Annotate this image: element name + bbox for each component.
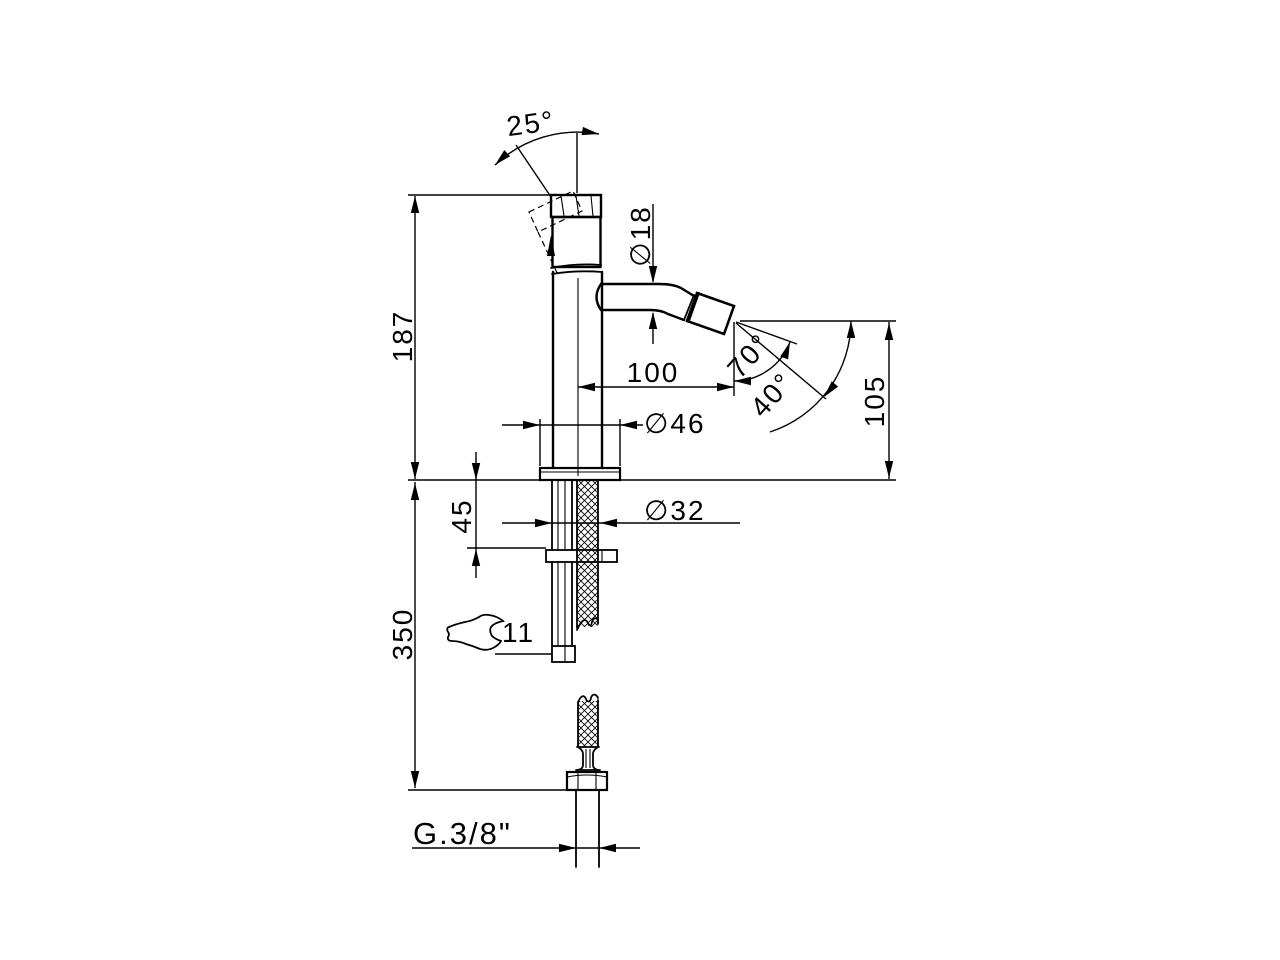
dim-hole-diameter-label: ∅32 [644, 495, 706, 526]
knurl-lines [560, 195, 594, 217]
dim-wrench-size-label: 11 [502, 617, 535, 648]
hose-crimp-ferrule [575, 746, 601, 771]
dim-outlet-height-label: 105 [859, 375, 890, 428]
dim-handle-angle-label: 25° [505, 105, 557, 142]
faucet-body [446, 190, 736, 868]
thread-tail-g38 [575, 789, 600, 868]
dim-height-label: 187 [387, 310, 418, 363]
dim-hose-length-label: 350 [387, 608, 418, 661]
handle-skirt-line [550, 263, 602, 269]
body-column [551, 270, 604, 470]
dim-reach-label: 100 [627, 357, 680, 388]
spout [595, 282, 736, 336]
ext-line-handle-tilted [515, 144, 552, 198]
dim-thread-label: G.3/8" [413, 816, 512, 851]
base-flange [538, 466, 622, 482]
stud-locknut [551, 645, 576, 663]
aerator [685, 291, 736, 336]
handle [547, 193, 603, 275]
body-top-line [551, 270, 603, 275]
dimension-arrows [410, 126, 894, 853]
dim-deck-thickness-label: 45 [446, 498, 477, 533]
supply-hose-upper [576, 480, 599, 631]
dim-base-diameter-label: ∅46 [644, 408, 706, 439]
hose-break-edge [576, 617, 599, 631]
aerator-joint-lines [683, 292, 700, 322]
mounting-stud [551, 480, 573, 647]
supply-hose-lower [565, 693, 609, 868]
dim-angle-40-label: 40° [744, 366, 799, 423]
spray-line-70 [735, 321, 798, 345]
wrench-icon [446, 613, 505, 651]
handle-lift-arrow [547, 235, 555, 256]
spout-nose [595, 282, 603, 312]
hose-hex-nut [565, 770, 609, 792]
dimension-labels: 25° ∅18 187 100 70° 40° 105 ∅46 ∅32 45 1… [387, 105, 890, 851]
spray-line-40 [735, 322, 827, 400]
dim-spout-diameter-label: ∅18 [625, 205, 656, 267]
handle-grip [551, 215, 602, 269]
